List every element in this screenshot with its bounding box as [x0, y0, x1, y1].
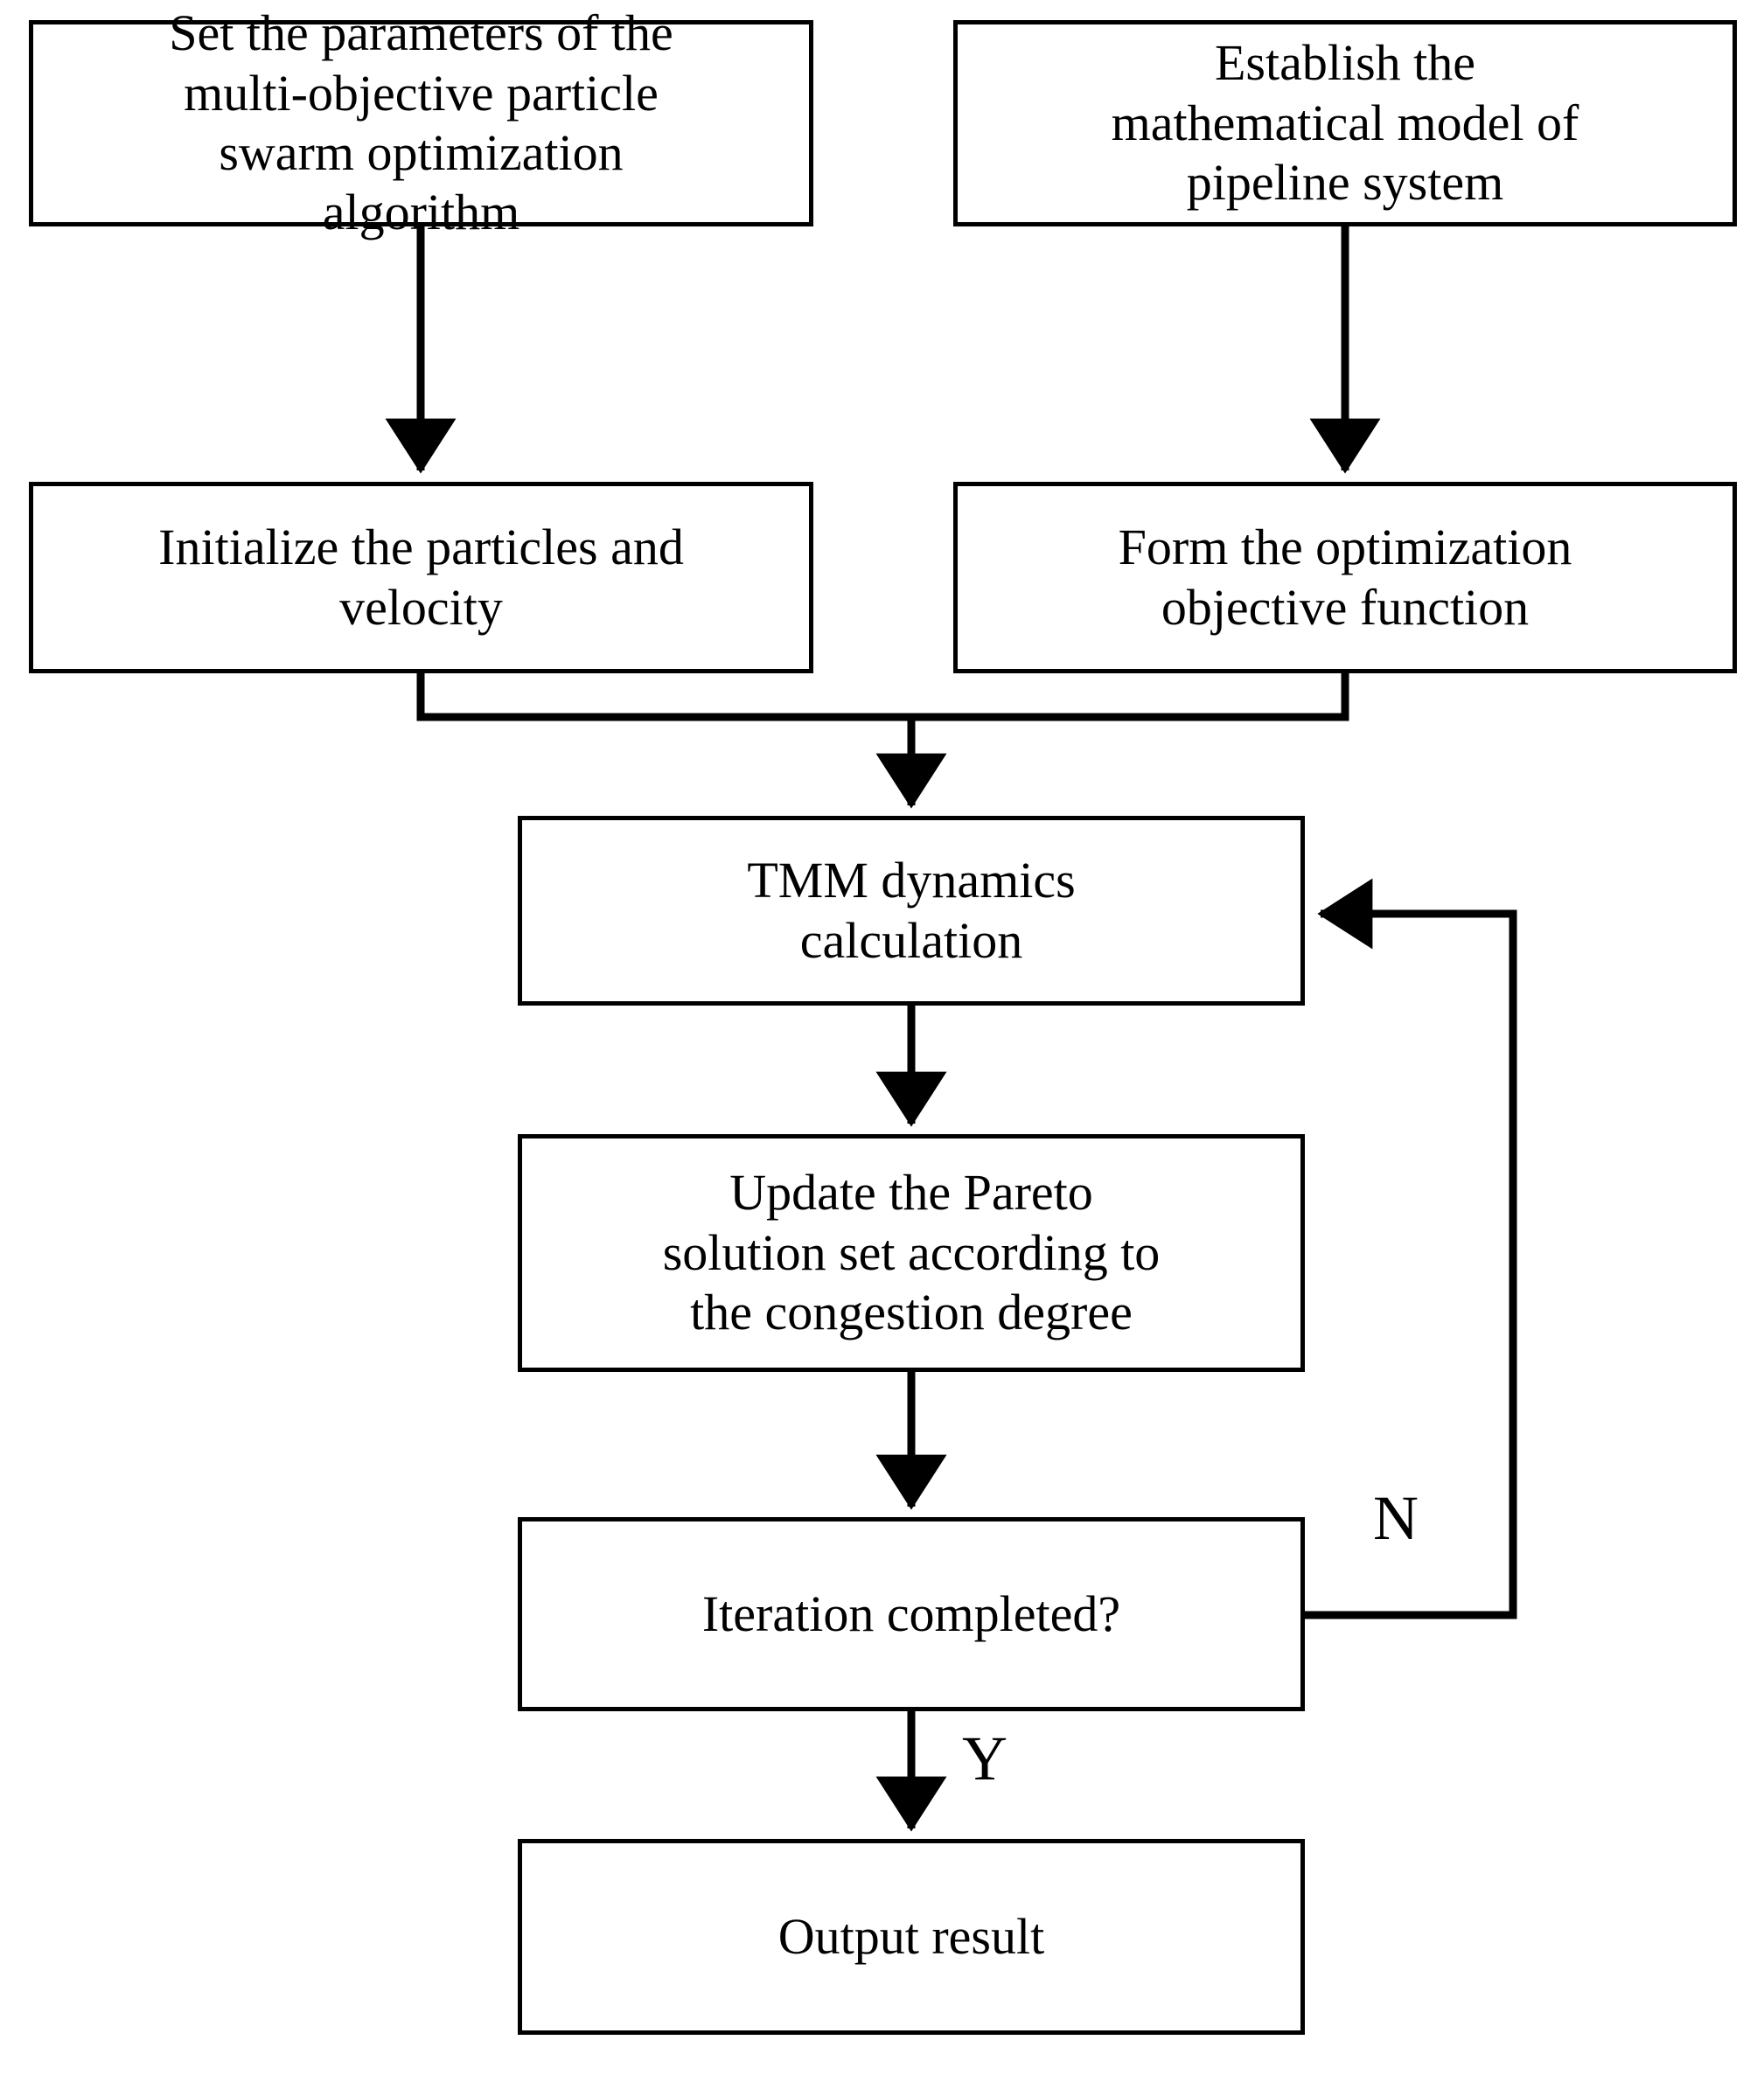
node-establish-model-label: Establish the mathematical model of pipe… [1111, 34, 1579, 212]
node-set-parameters[interactable]: Set the parameters of the multi-objectiv… [29, 4, 813, 240]
node-iteration-completed-label: Iteration completed? [701, 1584, 1121, 1642]
edge-label-yes: Y [962, 1723, 1008, 1793]
node-update-pareto-label: Update the Pareto solution set according… [662, 1164, 1161, 1341]
node-update-pareto[interactable]: Update the Pareto solution set according… [518, 1134, 1305, 1372]
node-form-objective[interactable]: Form the optimization objective function [953, 482, 1737, 673]
edge-label-no: N [1373, 1483, 1419, 1553]
node-initialize-particles[interactable]: Initialize the particles and velocity [29, 482, 813, 673]
node-form-objective-label: Form the optimization objective function [1118, 519, 1572, 636]
node-iteration-completed[interactable]: Iteration completed? [518, 1517, 1305, 1711]
node-set-parameters-label: Set the parameters of the multi-objectiv… [169, 4, 673, 241]
edge-merge-to-tmm-dynamics [416, 673, 1349, 809]
node-tmm-dynamics[interactable]: TMM dynamics calculation [518, 816, 1305, 1006]
node-establish-model[interactable]: Establish the mathematical model of pipe… [953, 20, 1737, 226]
node-output-result-label: Output result [777, 1907, 1045, 1965]
node-tmm-dynamics-label: TMM dynamics calculation [747, 852, 1076, 969]
node-initialize-particles-label: Initialize the particles and velocity [158, 519, 684, 636]
node-output-result[interactable]: Output result [518, 1839, 1305, 2035]
